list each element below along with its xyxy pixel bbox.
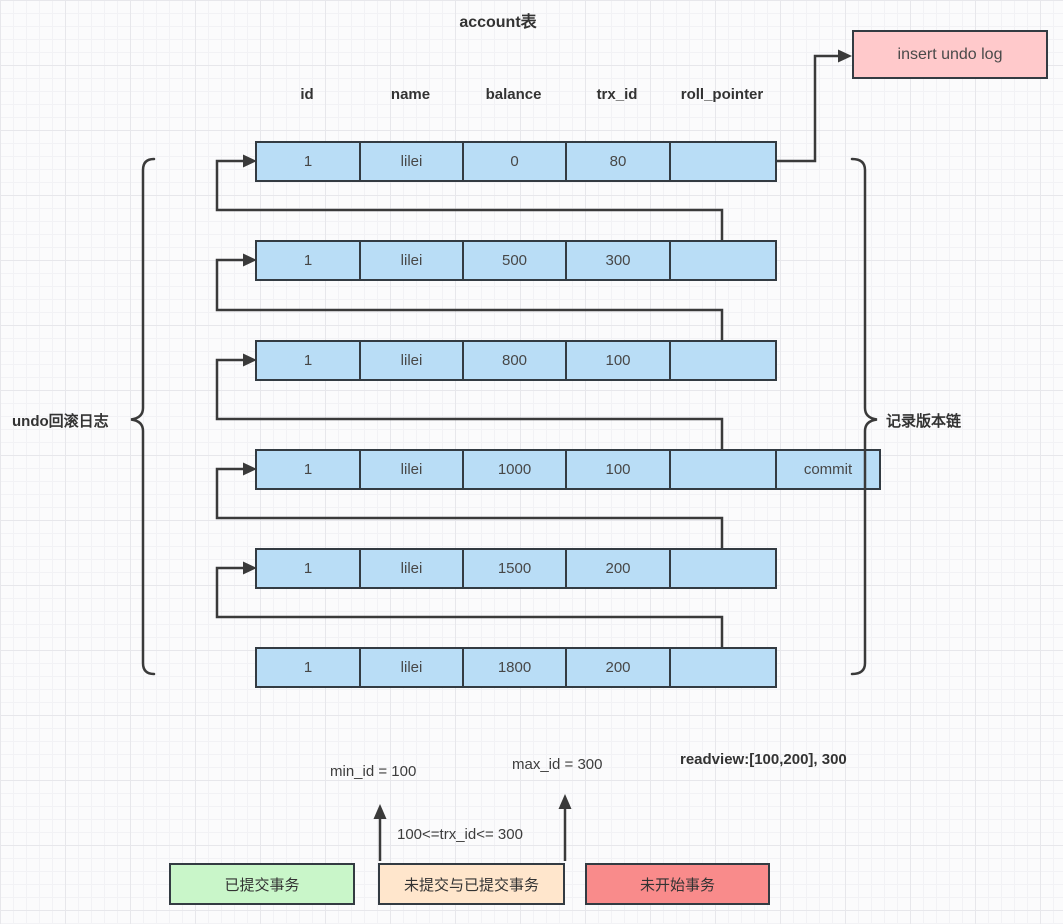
record-cell: lilei xyxy=(359,240,464,281)
record-cell: 1800 xyxy=(462,647,567,688)
legend-uncommitted-or-committed: 未提交与已提交事务 xyxy=(378,863,565,905)
commit-cell: commit xyxy=(775,449,881,490)
record-cell: lilei xyxy=(359,548,464,589)
insert-undo-connector xyxy=(777,54,838,163)
record-cell: 1 xyxy=(255,449,361,490)
record-cell: 500 xyxy=(462,240,567,281)
record-cell xyxy=(669,240,777,281)
legend-not-started-label: 未开始事务 xyxy=(639,876,715,894)
record-cell xyxy=(669,141,777,182)
record-cell xyxy=(669,340,777,381)
insert-undo-log-label: insert undo log xyxy=(897,45,1003,63)
record-cell: 1500 xyxy=(462,548,567,589)
record-cell xyxy=(669,548,777,589)
max-id-annotation: max_id = 300 xyxy=(512,756,603,773)
arrowhead-icon xyxy=(838,49,852,63)
record-cell xyxy=(669,449,777,490)
record-cell xyxy=(669,647,777,688)
arrowhead-icon xyxy=(373,804,387,819)
trx-range-annotation: 100<=trx_id<= 300 xyxy=(397,826,523,843)
record-cell: lilei xyxy=(359,141,464,182)
right-brace xyxy=(850,157,878,676)
column-header-name: name xyxy=(390,86,431,103)
record-cell: 0 xyxy=(462,141,567,182)
legend-committed-label: 已提交事务 xyxy=(224,876,300,894)
record-cell: 1 xyxy=(255,240,361,281)
record-cell: lilei xyxy=(359,340,464,381)
record-cell: 80 xyxy=(565,141,671,182)
record-cell: 200 xyxy=(565,548,671,589)
min-id-annotation: min_id = 100 xyxy=(330,763,417,780)
column-header-roll-pointer: roll_pointer xyxy=(680,86,764,103)
record-cell: 1 xyxy=(255,340,361,381)
column-header-trx-id: trx_id xyxy=(596,86,638,103)
column-header-id: id xyxy=(300,86,314,103)
record-cell: 1000 xyxy=(462,449,567,490)
record-cell: 100 xyxy=(565,340,671,381)
undo-log-label: undo回滚日志 xyxy=(12,413,109,430)
left-brace xyxy=(130,157,156,676)
record-cell: 200 xyxy=(565,647,671,688)
record-cell: lilei xyxy=(359,449,464,490)
legend-committed: 已提交事务 xyxy=(169,863,355,905)
arrowhead-icon xyxy=(558,794,572,809)
readview-annotation: readview:[100,200], 300 xyxy=(680,751,847,768)
version-chain-label: 记录版本链 xyxy=(886,413,962,430)
record-cell: lilei xyxy=(359,647,464,688)
insert-undo-log-box: insert undo log xyxy=(852,30,1048,79)
page-title: account表 xyxy=(459,14,537,31)
record-cell: 1 xyxy=(255,141,361,182)
legend-uncommitted-or-committed-label: 未提交与已提交事务 xyxy=(403,876,539,894)
legend-not-started: 未开始事务 xyxy=(585,863,770,905)
record-cell: 1 xyxy=(255,548,361,589)
column-header-balance: balance xyxy=(485,86,542,103)
record-cell: 100 xyxy=(565,449,671,490)
record-cell: 800 xyxy=(462,340,567,381)
record-cell: 1 xyxy=(255,647,361,688)
record-cell: 300 xyxy=(565,240,671,281)
